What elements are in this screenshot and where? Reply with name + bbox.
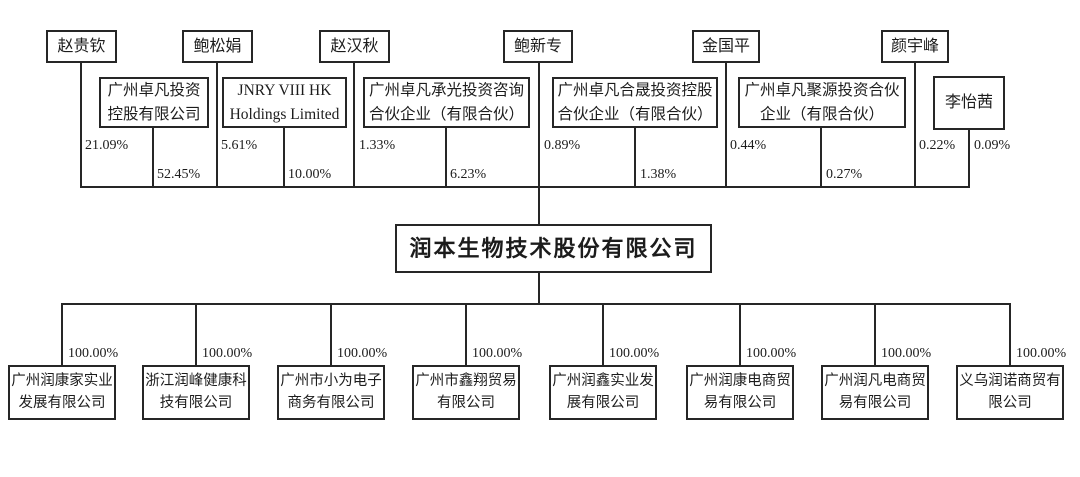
shareholder-box: 赵贵钦 [46, 30, 117, 63]
connector-line [634, 127, 636, 188]
entity-shareholder-name: 广州卓凡承光投资咨询 合伙企业（有限合伙） [368, 82, 524, 123]
entity-shareholder-name: 广州卓凡聚源投资合伙 企业（有限合伙） [744, 82, 900, 123]
entity-shareholder-name: JNRY VIII HK Holdings Limited [229, 82, 340, 123]
ownership-label: 6.23% [450, 167, 487, 182]
ownership-label: 52.45% [157, 167, 201, 182]
parent-company-box: 润本生物技术股份有限公司 [395, 224, 712, 273]
connector-line [152, 127, 154, 188]
connector-line [353, 62, 355, 188]
shareholder-name: 鲍松娟 [193, 37, 242, 55]
shareholder-name: 金国平 [701, 37, 750, 55]
subsidiary-name: 广州市小为电子 商务有限公司 [280, 372, 382, 411]
ownership-label: 1.38% [640, 167, 677, 182]
shareholder-name: 李怡茜 [944, 94, 993, 111]
bottom-bus-connector-line [61, 303, 1011, 305]
shareholder-name: 赵汉秋 [330, 37, 379, 55]
ownership-label: 100.00% [609, 346, 660, 361]
ownership-label: 0.27% [826, 167, 863, 182]
ownership-label: 100.00% [1016, 346, 1067, 361]
subsidiary-name: 义乌润诺商贸有 限公司 [959, 372, 1061, 411]
subsidiary-box: 浙江润峰健康科 技有限公司 [142, 365, 250, 420]
ownership-label: 100.00% [881, 346, 932, 361]
entity-shareholder-name: 广州卓凡合晟投资控股 合伙企业（有限合伙） [557, 82, 713, 123]
shareholder-box: 颜宇峰 [881, 30, 949, 63]
connector-line [914, 62, 916, 188]
entity-shareholder-box: 广州卓凡承光投资咨询 合伙企业（有限合伙） [363, 77, 530, 128]
ownership-label: 100.00% [68, 346, 119, 361]
connector-line [820, 127, 822, 188]
connector-line [445, 127, 447, 188]
ownership-label: 100.00% [337, 346, 388, 361]
ownership-label: 0.89% [544, 138, 581, 153]
connector-line [538, 271, 540, 305]
shareholder-box: 鲍松娟 [182, 30, 253, 63]
subsidiary-box: 义乌润诺商贸有 限公司 [956, 365, 1064, 420]
connector-line [538, 62, 540, 225]
top-bus-connector-line [80, 186, 970, 188]
ownership-label: 0.44% [730, 138, 767, 153]
ownership-label: 100.00% [202, 346, 253, 361]
ownership-label: 5.61% [221, 138, 258, 153]
connector-line [330, 303, 332, 366]
subsidiary-name: 广州润鑫实业发 展有限公司 [552, 372, 654, 411]
entity-shareholder-box: JNRY VIII HK Holdings Limited [222, 77, 347, 128]
connector-line [1009, 303, 1011, 366]
connector-line [283, 127, 285, 188]
connector-line [739, 303, 741, 366]
parent-company-name: 润本生物技术股份有限公司 [409, 236, 698, 261]
ownership-label: 0.22% [919, 138, 956, 153]
shareholder-box: 赵汉秋 [319, 30, 390, 63]
ownership-label: 100.00% [472, 346, 523, 361]
shareholder-name: 鲍新专 [513, 37, 562, 55]
shareholder-box: 李怡茜 [933, 76, 1005, 130]
ownership-label: 1.33% [359, 138, 396, 153]
subsidiary-box: 广州润康家实业 发展有限公司 [8, 365, 116, 420]
subsidiary-name: 广州润凡电商贸 易有限公司 [824, 372, 926, 411]
entity-shareholder-box: 广州卓凡合晟投资控股 合伙企业（有限合伙） [552, 77, 718, 128]
subsidiary-name: 广州润康电商贸 易有限公司 [689, 372, 791, 411]
subsidiary-name: 广州润康家实业 发展有限公司 [11, 372, 113, 411]
connector-line [968, 128, 970, 188]
connector-line [61, 303, 63, 366]
shareholder-name: 颜宇峰 [890, 37, 939, 55]
shareholder-box: 鲍新专 [503, 30, 573, 63]
subsidiary-name: 广州市鑫翔贸易 有限公司 [415, 372, 517, 411]
entity-shareholder-box: 广州卓凡投资 控股有限公司 [99, 77, 209, 128]
entity-shareholder-box: 广州卓凡聚源投资合伙 企业（有限合伙） [738, 77, 906, 128]
subsidiary-box: 广州润鑫实业发 展有限公司 [549, 365, 657, 420]
subsidiary-box: 广州润凡电商贸 易有限公司 [821, 365, 929, 420]
connector-line [602, 303, 604, 366]
connector-line [216, 62, 218, 188]
ownership-label: 100.00% [746, 346, 797, 361]
entity-shareholder-name: 广州卓凡投资 控股有限公司 [107, 82, 201, 123]
connector-line [80, 62, 82, 188]
connector-line [725, 62, 727, 188]
ownership-label: 10.00% [288, 167, 332, 182]
subsidiary-box: 广州市小为电子 商务有限公司 [277, 365, 385, 420]
subsidiary-box: 广州市鑫翔贸易 有限公司 [412, 365, 520, 420]
shareholder-box: 金国平 [692, 30, 760, 63]
ownership-label: 21.09% [85, 138, 129, 153]
shareholder-name: 赵贵钦 [57, 37, 106, 55]
subsidiary-name: 浙江润峰健康科 技有限公司 [145, 372, 247, 411]
connector-line [465, 303, 467, 366]
ownership-label: 0.09% [974, 138, 1011, 153]
connector-line [874, 303, 876, 366]
subsidiary-box: 广州润康电商贸 易有限公司 [686, 365, 794, 420]
connector-line [195, 303, 197, 366]
